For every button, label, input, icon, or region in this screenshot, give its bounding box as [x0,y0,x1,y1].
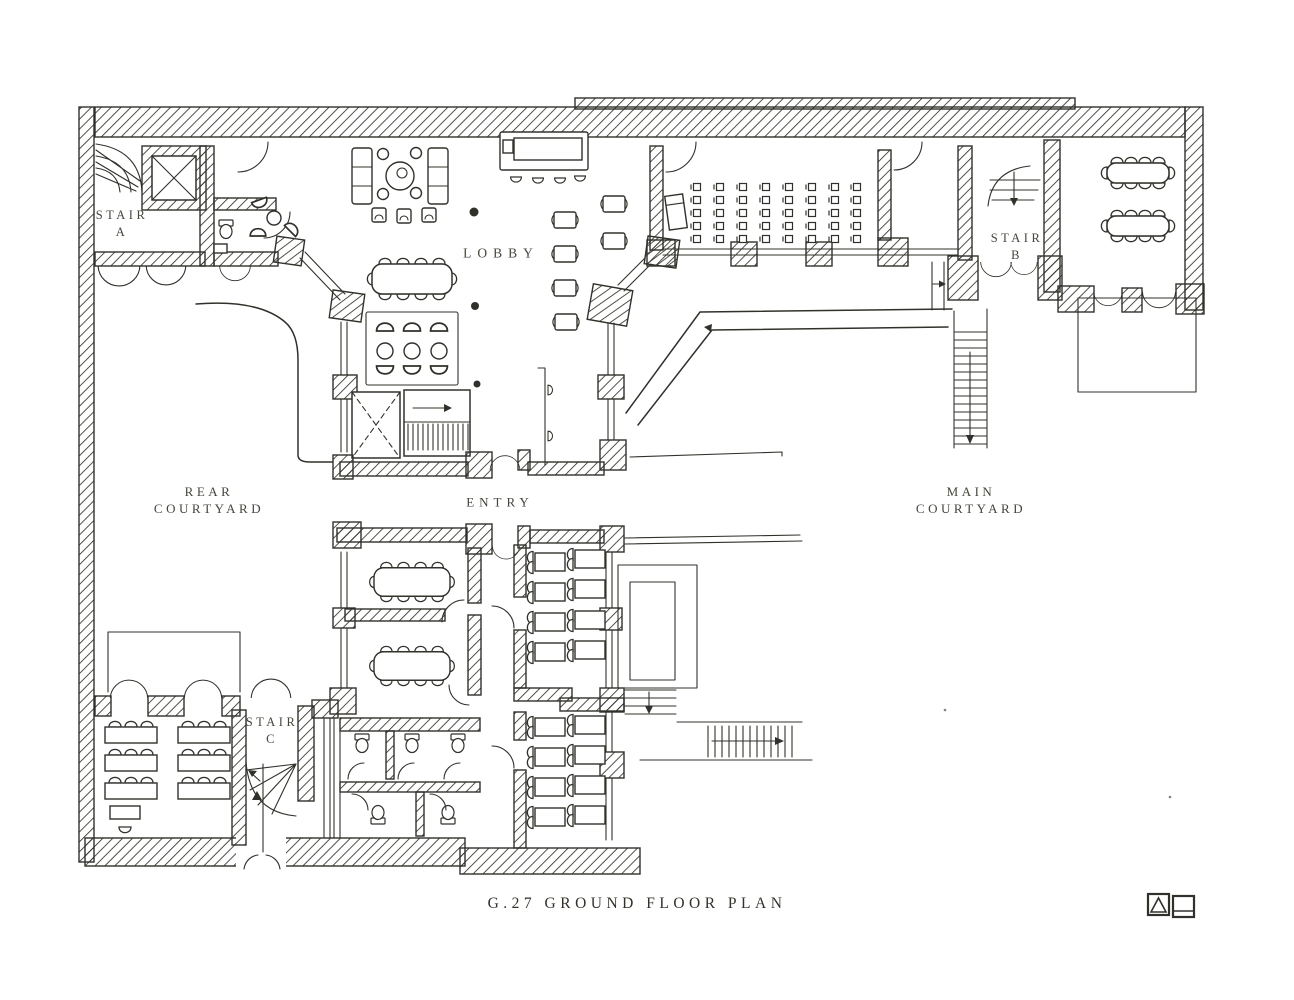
main-courtyard-elements [617,308,1172,799]
door-swing [351,793,447,811]
bottom-wing-walls [329,521,625,849]
stair-b-label: STAIR B [991,230,1044,264]
courtyard-step-rails [931,261,945,311]
line-in-square-icon [1171,894,1196,919]
door-swing [893,141,923,171]
wc-block [311,699,481,839]
stair-a-block [94,143,215,287]
stair-a-label: STAIR A [96,207,149,241]
ramp-edge [625,308,953,414]
rear-courtyard-label-line2: COURTYARD [153,501,265,516]
double-door-swing [1093,291,1123,307]
stair-c-label-line1: STAIR [245,715,299,729]
stair-b-label-line2: B [1011,248,1023,262]
door-swing [237,141,269,173]
anteroom-block [213,141,366,323]
meeting-table [370,562,455,601]
exterior-walls [78,97,1204,875]
loose-chairs [249,196,302,238]
door-swing [665,141,697,173]
double-door-swing [183,679,223,699]
door-swing [347,762,461,780]
stair-a-winder-treads [95,143,143,193]
pouf [469,207,479,217]
stair-b-block [931,139,1063,311]
main-courtyard-label-line2: COURTYARD [915,501,1027,516]
classroom [94,679,241,834]
lobby-long-table [367,258,456,299]
pouf [471,302,479,310]
stair-b-spiral [987,165,1041,207]
ramp-edge [637,326,949,426]
courtyard-edge-line [629,451,783,458]
meeting-table [370,646,455,685]
stair-c-spiral [245,761,297,853]
meeting-rooms [370,562,455,685]
lobby-label: LOBBY [463,245,539,261]
rear-courtyard-label: REAR COURTYARD [154,483,264,517]
door-swing [441,599,465,623]
courtyard-edge-line [624,534,803,545]
stair-b-label-line1: STAIR [990,231,1044,245]
rear-courtyard-elements [107,302,333,693]
exterior-stair-east [639,721,813,761]
elevator-x-mark [151,155,197,201]
entry-double-door [489,455,521,471]
conference-table [1101,157,1174,188]
stair-c-block [231,678,331,853]
entry-label: ENTRY [466,494,534,510]
reception-desk [499,131,589,184]
sheet-title: G.27 GROUND FLOOR PLAN [487,895,787,912]
lecture-chairs [691,184,861,243]
door-swing [263,211,291,239]
conference-room [1057,157,1205,393]
door-swing [491,745,515,769]
rear-courtyard-label-line1: REAR [184,484,234,499]
lobby-furniture [249,131,628,388]
door-swing [491,605,515,629]
stair-a-label-line2: A [115,225,129,239]
double-door-swing [219,265,251,282]
screen-wall [537,367,546,466]
door-swing [448,684,470,706]
courtyard-side-steps [624,689,677,715]
terrace-outline [1077,297,1197,393]
sink [213,243,228,254]
courtyard-stair-down [953,308,988,449]
elevator-x-mark [351,391,401,459]
stair-c-label: STAIR C [246,714,299,748]
chair-grid [365,311,459,386]
wc-fixture [218,219,234,240]
double-door-swing [980,261,1012,278]
double-door-swing [109,679,149,699]
courtyard-path-edge [195,302,333,463]
double-door-swing [250,678,292,699]
stair-a-label-line1: STAIR [95,208,149,222]
teacher-desk [109,805,141,820]
stair-c-label-line2: C [266,732,278,746]
entry-stair-down [403,389,471,457]
double-door-swing [145,265,187,286]
double-door-swing [1142,291,1176,309]
main-courtyard-label: MAIN COURTYARD [916,483,1026,517]
firm-logo [1146,892,1196,919]
triangle-in-square-icon [1146,892,1171,917]
lecture-room [646,141,959,267]
entry-block [332,367,605,480]
sofa-group [351,146,449,205]
cube-stools [371,207,437,224]
main-courtyard-label-line1: MAIN [946,484,996,499]
podium [663,193,689,231]
round-table [385,161,415,191]
pouf [473,380,481,388]
planter-outline [107,631,241,693]
double-door-swing [97,265,141,287]
conference-table [1101,210,1174,241]
